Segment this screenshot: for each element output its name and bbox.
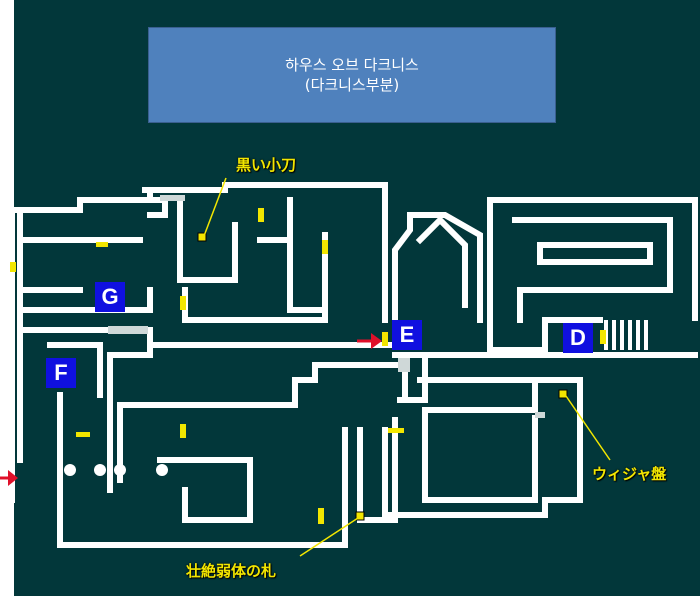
entrance-arrows bbox=[0, 333, 382, 486]
item-label-black-knife: 黒い小刀 bbox=[236, 156, 297, 174]
room-label-d: D bbox=[563, 323, 593, 353]
staircase-step bbox=[636, 320, 640, 350]
wall-f-room bbox=[17, 327, 153, 493]
staircase-step bbox=[644, 320, 648, 350]
map-subtitle: (다크니스부분) bbox=[304, 76, 400, 94]
wall-ouija-room bbox=[382, 377, 583, 518]
door-marker-icon bbox=[180, 424, 186, 438]
pillar bbox=[94, 464, 106, 476]
passage-gray-2 bbox=[108, 326, 148, 334]
wall-e-tower bbox=[392, 212, 483, 328]
item-markers bbox=[197, 232, 568, 521]
wall-knife-room-mid bbox=[147, 197, 168, 218]
passage-gray-1 bbox=[160, 195, 185, 201]
wall-f-lower bbox=[47, 342, 103, 398]
wall-knife-room-outer bbox=[142, 182, 388, 323]
passage-gray-4 bbox=[535, 412, 545, 418]
wall-e-inner bbox=[415, 215, 468, 308]
door-marker-icon bbox=[318, 508, 324, 524]
item-label-ouija-board: ウィジャ盤 bbox=[592, 465, 667, 483]
door-marker-icon bbox=[96, 242, 108, 247]
arrow-head bbox=[371, 333, 382, 349]
item-marker-icon bbox=[558, 389, 568, 399]
wall-knife-room-left bbox=[177, 197, 238, 283]
wall-corridor-mid bbox=[287, 277, 328, 313]
wall-east-room bbox=[512, 217, 673, 323]
door-marker-icon bbox=[10, 262, 16, 272]
wall-east-outer bbox=[487, 197, 698, 321]
pillar bbox=[64, 464, 76, 476]
wall-east-inner bbox=[487, 197, 603, 353]
door-marker-icon bbox=[382, 332, 388, 346]
door-markers bbox=[10, 208, 606, 524]
room-label-e: E bbox=[392, 320, 422, 350]
door-marker-icon bbox=[258, 208, 264, 222]
door-marker-icon bbox=[388, 428, 404, 433]
room-label-g: G bbox=[95, 282, 125, 312]
leader-line-charm bbox=[299, 517, 359, 557]
pillars bbox=[64, 464, 168, 476]
entrance-arrow-icon bbox=[357, 333, 382, 349]
wall-top-left bbox=[9, 187, 153, 213]
leader-line-knife bbox=[203, 177, 227, 237]
map-title-box: 하우스 오브 다크니스 (다크니스부분) bbox=[148, 27, 556, 123]
room-label-f: F bbox=[46, 358, 76, 388]
entrance-arrow-icon bbox=[0, 470, 18, 486]
wall-east-box bbox=[537, 242, 653, 265]
staircase-step bbox=[620, 320, 624, 350]
wall-center-lower bbox=[57, 392, 348, 548]
item-marker-icon bbox=[197, 232, 207, 242]
door-marker-icon bbox=[600, 330, 606, 344]
staircase-step bbox=[612, 320, 616, 350]
arrow-head bbox=[8, 470, 18, 486]
leader-line-ouija bbox=[565, 395, 611, 461]
door-marker-icon bbox=[180, 296, 186, 310]
wall-lower-room bbox=[117, 362, 398, 408]
passage-gray-3 bbox=[398, 358, 410, 372]
item-marker-icon bbox=[355, 511, 365, 521]
staircase-step bbox=[628, 320, 632, 350]
pillar bbox=[114, 464, 126, 476]
wall-g-room bbox=[17, 287, 153, 313]
item-label-charm: 壮絶弱体の札 bbox=[186, 562, 277, 580]
map-title: 하우스 오브 다크니스 bbox=[285, 56, 419, 74]
door-marker-icon bbox=[322, 240, 328, 254]
pillar bbox=[156, 464, 168, 476]
door-marker-icon bbox=[76, 432, 90, 437]
wall-knife-room-right bbox=[257, 197, 293, 283]
leader-lines bbox=[203, 177, 611, 557]
passages bbox=[108, 195, 545, 418]
